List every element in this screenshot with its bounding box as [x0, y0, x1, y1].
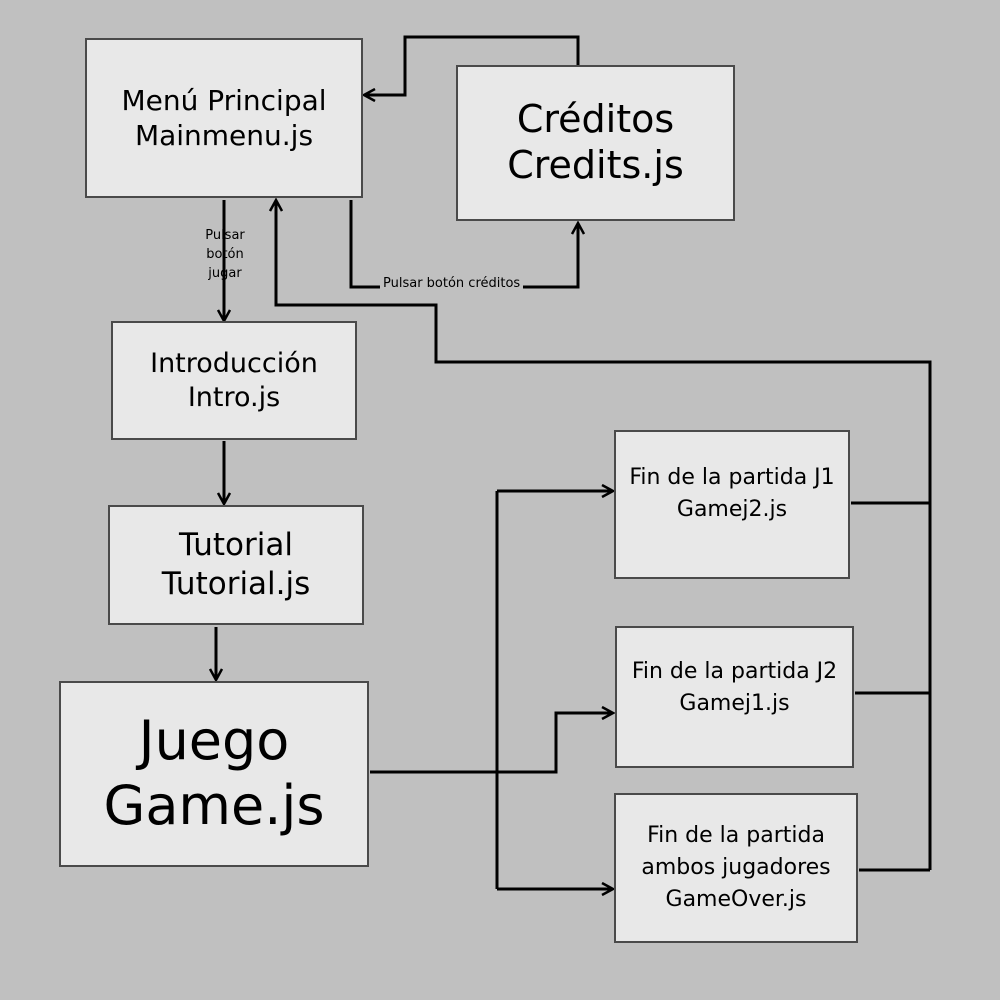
node-end-both: Fin de la partida ambos jugadores GameOv…: [614, 793, 858, 943]
node-end-both-subtitle: ambos jugadores: [641, 855, 831, 880]
edge-label-play-line1: Pulsar: [205, 228, 245, 243]
node-mainmenu-file: Mainmenu.js: [134, 119, 314, 152]
node-end-both-file: GameOver.js: [665, 887, 807, 912]
node-credits-title: Créditos: [516, 97, 675, 142]
node-end-j2: Fin de la partida J2 Gamej1.js: [615, 626, 854, 768]
node-tutorial-title: Tutorial: [179, 527, 293, 564]
arrow-ends-to-mainmenu: [276, 201, 932, 870]
node-end-both-title: Fin de la partida: [647, 823, 825, 848]
node-intro-title: Introducción: [150, 347, 318, 379]
node-credits: Créditos Credits.js: [456, 65, 735, 221]
node-mainmenu-title: Menú Principal: [121, 84, 327, 117]
node-end-j2-title: Fin de la partida J2: [631, 659, 838, 684]
node-game-title: Juego: [138, 709, 290, 773]
node-intro: Introducción Intro.js: [111, 321, 357, 440]
node-end-j1: Fin de la partida J1 Gamej2.js: [614, 430, 850, 579]
arrow-credits-to-mainmenu: [365, 35, 580, 95]
node-game-file: Game.js: [103, 774, 325, 837]
node-game: Juego Game.js: [59, 681, 369, 867]
node-end-j1-title: Fin de la partida J1: [629, 465, 835, 490]
edge-label-play: Pulsar botón jugar: [190, 227, 260, 284]
node-tutorial-file: Tutorial.js: [161, 566, 311, 602]
node-end-j2-file: Gamej1.js: [679, 691, 790, 716]
node-tutorial: Tutorial Tutorial.js: [108, 505, 364, 625]
node-end-j1-file: Gamej2.js: [676, 497, 788, 522]
node-intro-file: Intro.js: [187, 381, 281, 413]
edge-label-credits: Pulsar botón créditos: [380, 275, 524, 294]
node-mainmenu: Menú Principal Mainmenu.js: [85, 38, 363, 198]
edge-label-play-line2: botón: [206, 246, 244, 262]
arrow-branch-to-end-j2: [497, 713, 612, 774]
edge-label-play-line3: jugar: [208, 265, 242, 281]
node-credits-file: Credits.js: [507, 143, 684, 187]
